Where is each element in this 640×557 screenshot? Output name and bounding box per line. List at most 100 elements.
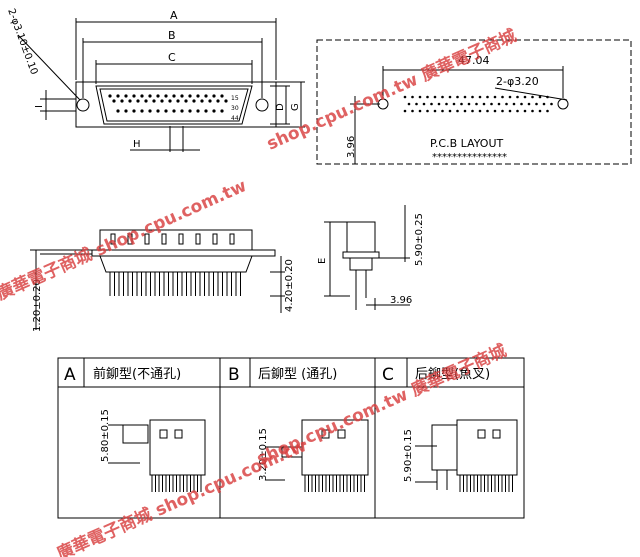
dim-E: E: [317, 258, 328, 264]
pin-dot: [164, 94, 168, 98]
pin-dot: [128, 99, 132, 103]
pin-dot: [144, 99, 148, 103]
hole-callout: 2-φ3.10±0.10: [5, 7, 39, 76]
pin-dot: [140, 109, 144, 113]
pcb-hole: [471, 109, 474, 113]
pcb-hole: [471, 95, 474, 99]
pin-dot: [220, 94, 224, 98]
pcb-stars: ***************: [432, 152, 507, 163]
pcb-title: P.C.B LAYOUT: [430, 137, 504, 150]
variant-b-dim: 3.20±0.15: [258, 428, 269, 481]
pin-dot: [152, 99, 156, 103]
slot: [144, 233, 150, 245]
pcb-hole: [535, 102, 538, 106]
pin-dot: [224, 99, 228, 103]
pin-dot: [116, 109, 120, 113]
pcb-hole: [508, 109, 512, 113]
pcb-hole: [418, 95, 422, 99]
pcb-hole: [531, 95, 534, 99]
pcb-hole: [550, 102, 553, 106]
dim-height-590: 5.90±0.25: [414, 213, 425, 266]
pin-dot: [156, 94, 160, 98]
dim-height-420: 4.20±0.20: [284, 259, 295, 312]
top-view: [17, 18, 305, 152]
slot: [229, 233, 235, 245]
slot: [178, 233, 184, 245]
pcb-hole: [538, 95, 542, 99]
pin-dot: [212, 94, 216, 98]
pcb-hole: [463, 109, 467, 113]
pin-dot: [196, 109, 200, 113]
pin-dot: [188, 94, 192, 98]
pin-dot: [136, 99, 140, 103]
pcb-hole: [441, 109, 444, 113]
pin-dot: [220, 109, 224, 113]
pin-dot: [212, 109, 216, 113]
side-view: [30, 229, 285, 330]
variant-a-pins: [151, 475, 202, 492]
pin-dot: [148, 94, 152, 98]
side-view-pins: [109, 272, 241, 296]
pin-dot: [164, 109, 168, 113]
pcb-hole: [478, 109, 482, 113]
pin-dot: [108, 94, 112, 98]
pin-dot: [132, 109, 136, 113]
pin-dot: [124, 109, 128, 113]
pin-dot: [112, 99, 116, 103]
pcb-hole: [486, 95, 489, 99]
pin-dot: [192, 99, 196, 103]
end-view: [324, 205, 410, 310]
pin-dot: [172, 109, 176, 113]
variant-c-pins: [459, 475, 513, 492]
pcb-hole: [403, 95, 407, 99]
pcb-hole: [501, 109, 504, 113]
dim-G: G: [290, 103, 301, 111]
dim-H: H: [133, 139, 141, 150]
pcb-hole: [426, 109, 429, 113]
pin-dot: [156, 109, 160, 113]
pin-dot: [180, 109, 184, 113]
slot: [110, 233, 116, 245]
variant-table: [57, 357, 525, 519]
pcb-hole: [478, 95, 482, 99]
pin-dot: [216, 99, 220, 103]
dim-A: A: [170, 9, 178, 22]
pin-dot: [140, 94, 144, 98]
pcb-hole-callout: 2-φ3.20: [496, 75, 539, 88]
pcb-hole: [527, 102, 531, 106]
pcb-hole: [520, 102, 523, 106]
pcb-hole: [411, 95, 414, 99]
watermark-2: 廣華電子商城 shop.cpu.com.tw: [0, 175, 250, 305]
pcb-hole: [433, 109, 437, 113]
pin-dot: [208, 99, 212, 103]
slot: [195, 233, 201, 245]
side-view-slots: [110, 233, 235, 245]
variant-c-dim: 5.90±0.15: [403, 429, 414, 482]
pcb-hole: [505, 102, 508, 106]
variant-c-label: 后鉚型(魚叉): [415, 366, 490, 382]
pin-dot: [196, 94, 200, 98]
variant-a-letter: A: [64, 365, 76, 385]
pcb-hole: [448, 109, 452, 113]
pcb-hole: [411, 109, 414, 113]
pcb-offset: 3.96: [346, 136, 357, 158]
watermark-1: shop.cpu.com.tw 廣華電子商城: [263, 25, 519, 154]
slot: [212, 233, 218, 245]
variant-a-drawing: [108, 419, 206, 476]
pcb-hole: [430, 102, 433, 106]
pin-dot: [204, 109, 208, 113]
pin-dot: [172, 94, 176, 98]
pin-dot: [204, 94, 208, 98]
pcb-hole: [463, 95, 467, 99]
variant-b-pins: [304, 475, 365, 492]
pcb-hole: [512, 102, 516, 106]
pcb-hole: [531, 109, 534, 113]
pcb-hole: [546, 95, 549, 99]
pcb-hole: [407, 102, 411, 106]
pcb-hole: [482, 102, 486, 106]
dim-B: B: [168, 29, 176, 42]
pcb-hole: [538, 109, 542, 113]
pcb-layout: [316, 39, 632, 165]
pcb-hole: [493, 95, 497, 99]
variant-b-letter: B: [228, 365, 240, 385]
